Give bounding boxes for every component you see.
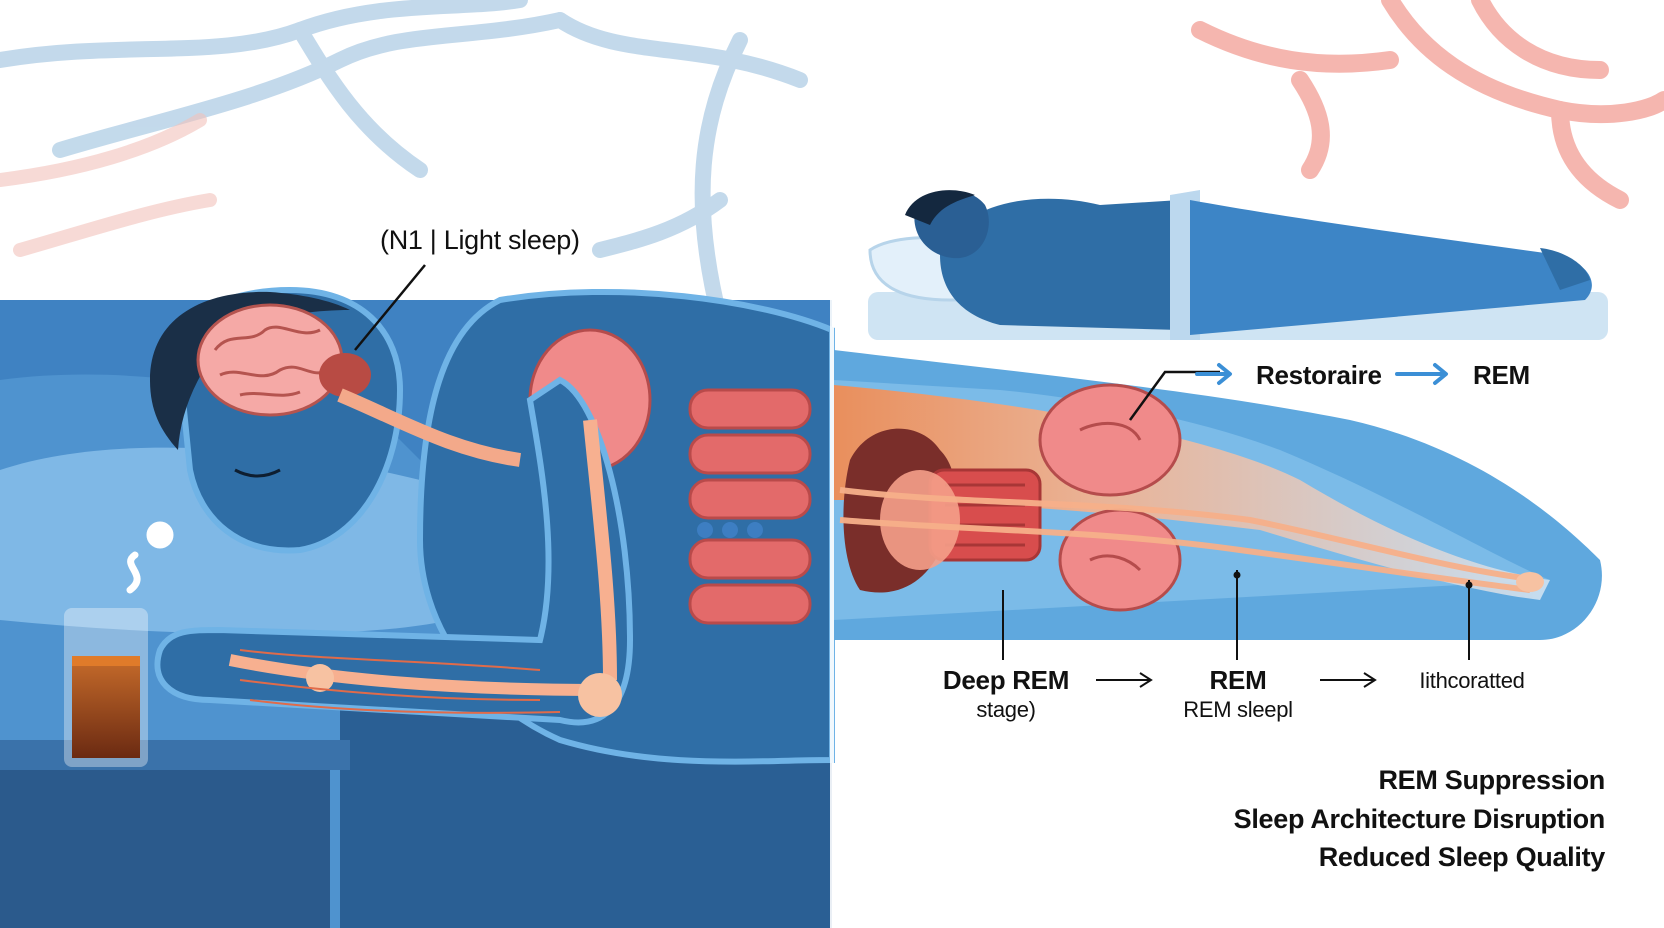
stage-2-title: REM <box>1209 665 1267 695</box>
vessel-branches-background <box>0 0 1664 328</box>
stage-3-title: Iithcoratted <box>1419 668 1525 693</box>
arrow-right-icon <box>1320 672 1377 688</box>
stage-1-title: Deep REM <box>942 665 1070 695</box>
steam-icon <box>126 521 174 594</box>
flow-label-rem-top: REM <box>1473 360 1530 390</box>
light-sleep-callout-label: (N1 | Light sleep) <box>380 225 580 255</box>
effect-3: Reduced Sleep Quality <box>1318 842 1606 872</box>
callout-line <box>354 264 426 351</box>
effect-1: REM Suppression <box>1378 765 1605 795</box>
arm <box>154 376 634 726</box>
effect-2: Sleep Architecture Disruption <box>1233 804 1606 834</box>
stage-2-subtitle: REM sleepl <box>1183 697 1293 722</box>
sleeping-person <box>868 190 1608 340</box>
arrow-right-icon <box>1096 672 1153 688</box>
spinal-cord <box>337 388 521 467</box>
left-panel <box>0 264 835 928</box>
arrow-right-icon <box>1395 363 1448 385</box>
flow-label-restoraire: Restoraire <box>1256 360 1382 390</box>
drink-glass-icon <box>64 608 148 767</box>
arrow-right-icon <box>1195 363 1232 385</box>
right-panel <box>834 190 1608 660</box>
brain-icon <box>196 303 371 417</box>
anatomy-body <box>834 350 1602 640</box>
intestines <box>688 388 812 625</box>
nightstand <box>0 740 350 928</box>
stage-1-subtitle: stage) <box>976 697 1036 722</box>
